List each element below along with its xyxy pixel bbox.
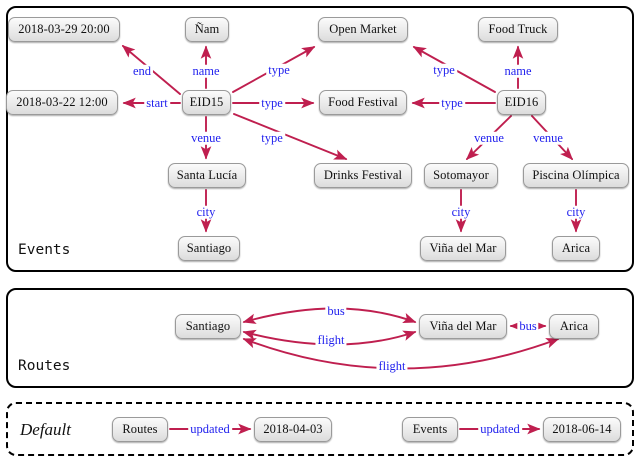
node-end_ts[interactable]: 2018-03-29 20:00 xyxy=(8,17,120,42)
node-sotomayor[interactable]: Sotomayor xyxy=(424,163,498,188)
node-foodfest[interactable]: Food Festival xyxy=(319,90,407,115)
node-openmkt[interactable]: Open Market xyxy=(318,17,408,42)
edge-label-d1: updated xyxy=(188,421,232,436)
node-vina_e[interactable]: Viña del Mar xyxy=(420,236,506,261)
node-eid16[interactable]: EID16 xyxy=(497,90,546,115)
edge-label-e9: name xyxy=(502,63,534,78)
node-events_n[interactable]: Events xyxy=(402,417,458,442)
edge-label-e12: venue xyxy=(472,130,506,145)
edge-label-e15: city xyxy=(564,204,588,219)
edge-label-r4: flight xyxy=(376,358,408,373)
edge-label-r3: bus xyxy=(517,318,539,333)
node-drinksfest[interactable]: Drinks Festival xyxy=(314,163,412,188)
edge-label-r2: flight xyxy=(315,332,347,347)
node-date0403[interactable]: 2018-04-03 xyxy=(254,417,332,442)
edge-label-e2: name xyxy=(190,63,222,78)
node-foodtruck[interactable]: Food Truck xyxy=(478,17,558,42)
edge-label-e6: venue xyxy=(189,130,223,145)
node-date0614[interactable]: 2018-06-14 xyxy=(543,417,621,442)
edge-label-e4: start xyxy=(144,95,170,110)
edge-label-e3: type xyxy=(266,62,292,77)
edge-label-e11: type xyxy=(439,95,465,110)
node-santalucia[interactable]: Santa Lucía xyxy=(168,163,246,188)
node-nam[interactable]: Ñam xyxy=(185,17,229,42)
edge-label-d2: updated xyxy=(478,421,522,436)
node-santiago_e[interactable]: Santiago xyxy=(178,236,240,261)
node-santiago_r[interactable]: Santiago xyxy=(175,314,241,339)
node-routes_n[interactable]: Routes xyxy=(112,417,168,442)
edge-label-e1: end xyxy=(130,63,154,78)
node-eid15[interactable]: EID15 xyxy=(182,90,231,115)
edge-label-e14: city xyxy=(449,204,473,219)
edge-label-e8: city xyxy=(194,204,218,219)
edge-label-e10: type xyxy=(431,62,457,77)
edge-label-e7: type xyxy=(259,130,285,145)
edge-label-e5: type xyxy=(259,95,285,110)
node-arica_e[interactable]: Arica xyxy=(552,236,600,261)
edge-label-r1: bus xyxy=(325,303,347,318)
panel-routes xyxy=(6,288,634,388)
edge-label-e13: venue xyxy=(531,130,565,145)
node-arica_r[interactable]: Arica xyxy=(549,314,599,339)
node-piscina[interactable]: Piscina Olímpica xyxy=(523,163,629,188)
node-start_ts[interactable]: 2018-03-22 12:00 xyxy=(6,90,118,115)
node-vina_r[interactable]: Viña del Mar xyxy=(419,314,507,339)
